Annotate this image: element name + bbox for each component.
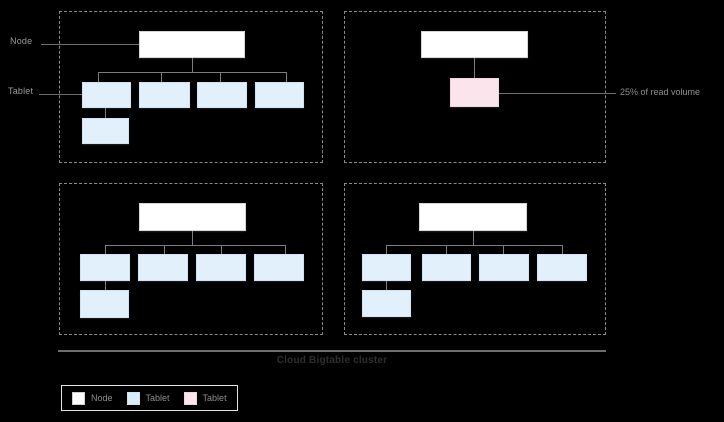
connector-split-stem [105,108,106,118]
quadrant-bottom-left [59,183,323,335]
legend-label: Node [91,393,113,403]
cluster-rule [58,350,606,352]
cluster-caption: Cloud Bigtable cluster [276,355,388,366]
tablet-box[interactable] [537,254,587,281]
connector-drop-2 [164,245,165,255]
tablet-box[interactable] [139,82,190,108]
quadrant-bottom-right [344,183,606,335]
quadrant-top-left [59,11,323,163]
connector-drop-3 [503,245,504,255]
legend: Node Tablet Tablet [61,385,238,411]
connector-split-stem [386,281,387,290]
connector-drop-3 [220,72,221,82]
leader-line-tablet [39,94,85,95]
tablet-box[interactable] [422,254,471,281]
connector-node-stem [192,231,193,245]
legend-item-tablet: Tablet [126,391,170,405]
quadrant-top-right [344,11,606,163]
connector-drop-4 [562,245,563,255]
pink-square-swatch-icon [183,391,197,405]
leader-line-callout [499,93,616,94]
tablet-box[interactable] [362,254,411,281]
connector-drop-3 [221,245,222,255]
tablet-box[interactable] [196,254,246,281]
connector-split-stem [105,281,106,290]
legend-label: Tablet [202,393,227,403]
legend-item-hot-tablet: Tablet [183,391,227,405]
callout-read-volume: 25% of read volume [620,87,701,97]
connector-drop-2 [446,245,447,255]
connector-drop-4 [286,72,287,82]
node-box[interactable] [139,31,245,58]
connector-bus [98,72,286,73]
blue-square-swatch-icon [126,391,140,405]
connector-drop-4 [285,245,286,255]
connector-bus [105,245,285,246]
tablet-box[interactable] [82,118,129,144]
tablet-box[interactable] [82,82,131,108]
connector-drop-1 [105,245,106,255]
tablet-box[interactable] [479,254,529,281]
connector-drop-1 [386,245,387,255]
connector-node-stem [192,58,193,72]
white-square-swatch-icon [72,391,85,405]
legend-label: Tablet [145,393,170,403]
side-label-tablet: Tablet [8,86,34,96]
node-box[interactable] [419,203,527,231]
node-box[interactable] [139,203,246,231]
tablet-box[interactable] [197,82,247,108]
side-label-node: Node [10,36,33,46]
node-box[interactable] [421,31,528,58]
connector-bus [386,245,562,246]
connector-node-stem [474,58,475,78]
legend-item-node: Node [72,391,113,405]
tablet-box[interactable] [80,254,130,281]
connector-node-stem [473,231,474,245]
connector-drop-1 [98,72,99,82]
tablet-box[interactable] [80,290,129,318]
hot-tablet-box[interactable] [450,78,499,107]
tablet-box[interactable] [254,254,304,281]
tablet-box[interactable] [362,290,411,317]
tablet-box[interactable] [255,82,304,108]
leader-line-node [41,44,141,45]
tablet-box[interactable] [138,254,188,281]
connector-drop-2 [161,72,162,82]
